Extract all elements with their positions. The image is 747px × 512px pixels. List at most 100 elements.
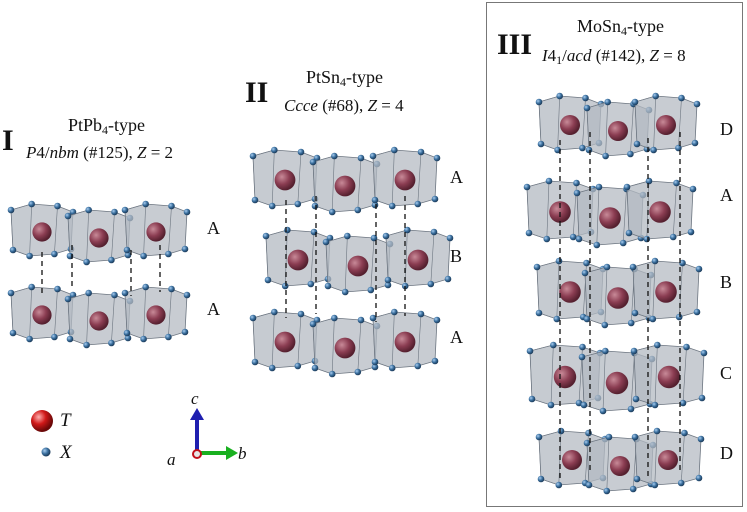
X-atom bbox=[54, 202, 61, 210]
polyhedron-edge bbox=[678, 97, 682, 149]
T-atom bbox=[656, 115, 676, 135]
X-atom bbox=[627, 150, 634, 158]
T-atom bbox=[146, 222, 166, 242]
panel-II-layer-3: A bbox=[450, 327, 463, 347]
X-atom bbox=[264, 276, 272, 284]
X-atom bbox=[140, 335, 147, 343]
X-atom bbox=[370, 234, 378, 242]
X-atom bbox=[388, 202, 396, 210]
polyhedron-edge bbox=[357, 319, 362, 373]
T-atom bbox=[89, 311, 109, 331]
X-atom bbox=[697, 435, 705, 443]
X-atom bbox=[51, 333, 58, 341]
panel-I-layer-1: A bbox=[207, 218, 220, 238]
panel-I-layer-A-2-prism-1 bbox=[64, 289, 134, 349]
X-atom bbox=[271, 146, 278, 154]
X-atom bbox=[384, 281, 392, 289]
X-atom bbox=[388, 364, 396, 372]
polyhedron-edge bbox=[672, 182, 677, 238]
X-atom bbox=[9, 329, 17, 337]
X-atom bbox=[142, 200, 149, 208]
panel-III-layer-3: B bbox=[720, 272, 733, 292]
X-atom bbox=[431, 357, 439, 365]
panel-II-layer-B-prism-1 bbox=[322, 232, 394, 296]
T-atom bbox=[274, 169, 296, 191]
X-atom bbox=[297, 148, 305, 156]
X-atom bbox=[629, 485, 637, 493]
X-atom bbox=[631, 433, 639, 441]
panel-II-layer-1: A bbox=[450, 167, 463, 187]
X-atom bbox=[627, 319, 635, 327]
polyhedron-edge bbox=[111, 211, 115, 261]
X-atom bbox=[417, 310, 425, 318]
panel-II-title: PtSn4-type bbox=[306, 68, 383, 88]
panel-II-formula: PtSn bbox=[306, 67, 341, 87]
X-atom bbox=[124, 334, 132, 342]
T-atom bbox=[32, 305, 52, 325]
X-atom bbox=[547, 401, 555, 409]
panel-III-z-label: Z bbox=[649, 46, 659, 65]
X-atom bbox=[630, 347, 638, 355]
panel-III-spacegroup: I41/acd (#142), Z = 8 bbox=[542, 47, 686, 66]
panel-II-layer-A-2-prism-1 bbox=[309, 314, 381, 378]
X-atom bbox=[579, 343, 586, 351]
T-atom bbox=[334, 337, 356, 359]
panel-III-title: MoSn4-type bbox=[577, 17, 664, 37]
X-atom bbox=[391, 308, 398, 316]
T-atom bbox=[658, 450, 678, 470]
panel-III-layer-D-1-prism-2 bbox=[631, 92, 701, 154]
X-atom bbox=[328, 208, 336, 216]
X-atom bbox=[649, 315, 657, 323]
panel-III-layer-2: A bbox=[720, 185, 733, 205]
X-atom bbox=[526, 347, 534, 355]
X-atom bbox=[313, 154, 321, 162]
polyhedron-edge bbox=[430, 231, 435, 285]
X-atom bbox=[444, 275, 452, 283]
X-atom bbox=[555, 481, 563, 489]
X-atom bbox=[654, 341, 661, 349]
X-atom bbox=[575, 235, 583, 243]
X-atom bbox=[111, 208, 118, 216]
panel-III-formula: MoSn bbox=[577, 16, 622, 36]
X-atom bbox=[631, 98, 639, 106]
polyhedron-edge bbox=[630, 352, 635, 410]
panel-II-z-label: Z bbox=[367, 96, 378, 115]
X-atom bbox=[585, 481, 593, 489]
X-atom bbox=[69, 208, 77, 216]
X-atom bbox=[545, 177, 553, 185]
X-atom bbox=[268, 364, 276, 372]
axis-b-label: b bbox=[238, 444, 247, 463]
polyhedron-edge bbox=[54, 288, 58, 338]
panel-II-layer-A-2-prism-2 bbox=[369, 308, 441, 372]
X-atom bbox=[367, 286, 375, 294]
X-atom bbox=[555, 257, 563, 265]
X-atom bbox=[651, 401, 659, 409]
X-atom bbox=[54, 285, 61, 293]
panel-II-formula-sub: 4 bbox=[340, 75, 347, 89]
X-atom bbox=[585, 146, 593, 154]
panel-I-z-value: = 2 bbox=[146, 143, 174, 162]
X-atom bbox=[85, 289, 92, 297]
X-atom bbox=[675, 313, 683, 321]
X-atom bbox=[683, 343, 690, 351]
X-atom bbox=[632, 395, 640, 403]
X-atom bbox=[371, 201, 379, 209]
polyhedron-edge bbox=[357, 157, 362, 211]
X-atom bbox=[695, 474, 703, 482]
X-atom bbox=[537, 140, 545, 148]
X-atom bbox=[7, 206, 15, 214]
X-atom bbox=[108, 339, 115, 347]
panel-I-formula: PtPb bbox=[68, 115, 103, 135]
X-atom bbox=[357, 154, 365, 162]
X-atom bbox=[550, 341, 557, 349]
panel-I-sg-P: P bbox=[26, 143, 37, 162]
T-atom bbox=[559, 281, 581, 303]
panel-II-layer-B-prism-2 bbox=[382, 226, 454, 290]
X-atom bbox=[535, 98, 543, 106]
panel-I-sg-number: (#125), bbox=[78, 143, 137, 162]
X-atom bbox=[165, 333, 172, 341]
X-atom bbox=[354, 206, 362, 214]
X-atom bbox=[181, 328, 189, 336]
X-atom bbox=[556, 92, 563, 100]
